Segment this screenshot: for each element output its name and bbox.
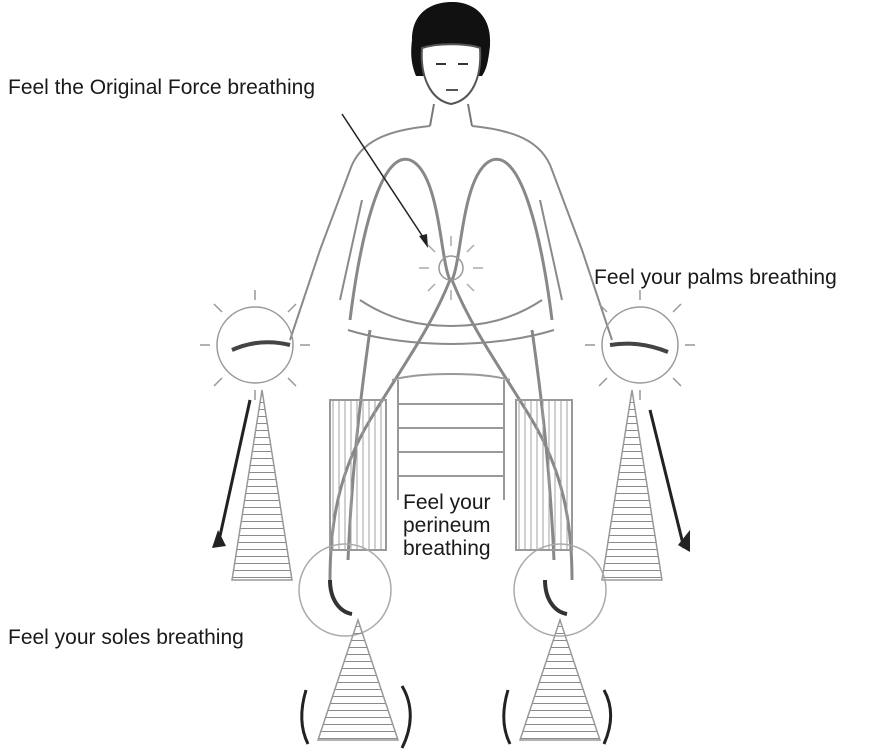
left-sole-cone — [302, 620, 411, 748]
left-palm-cone — [212, 390, 292, 580]
label-original-force: Feel the Original Force breathing — [8, 76, 315, 100]
head — [411, 2, 490, 126]
perineum-line-1: Feel your — [403, 491, 491, 514]
right-sole-cone — [504, 620, 611, 744]
right-palm-cone — [602, 390, 690, 580]
left-palm-glow — [200, 290, 310, 400]
perineum-line-3: breathing — [403, 537, 491, 560]
chair — [392, 374, 510, 500]
label-soles-breathing: Feel your soles breathing — [8, 626, 244, 650]
label-perineum-breathing: Feel your perineum breathing — [402, 491, 492, 560]
torso — [290, 126, 612, 344]
label-palms-breathing: Feel your palms breathing — [594, 266, 837, 290]
perineum-line-2: perineum — [403, 514, 491, 537]
navel-glow — [419, 236, 483, 300]
right-palm-glow — [585, 290, 695, 400]
